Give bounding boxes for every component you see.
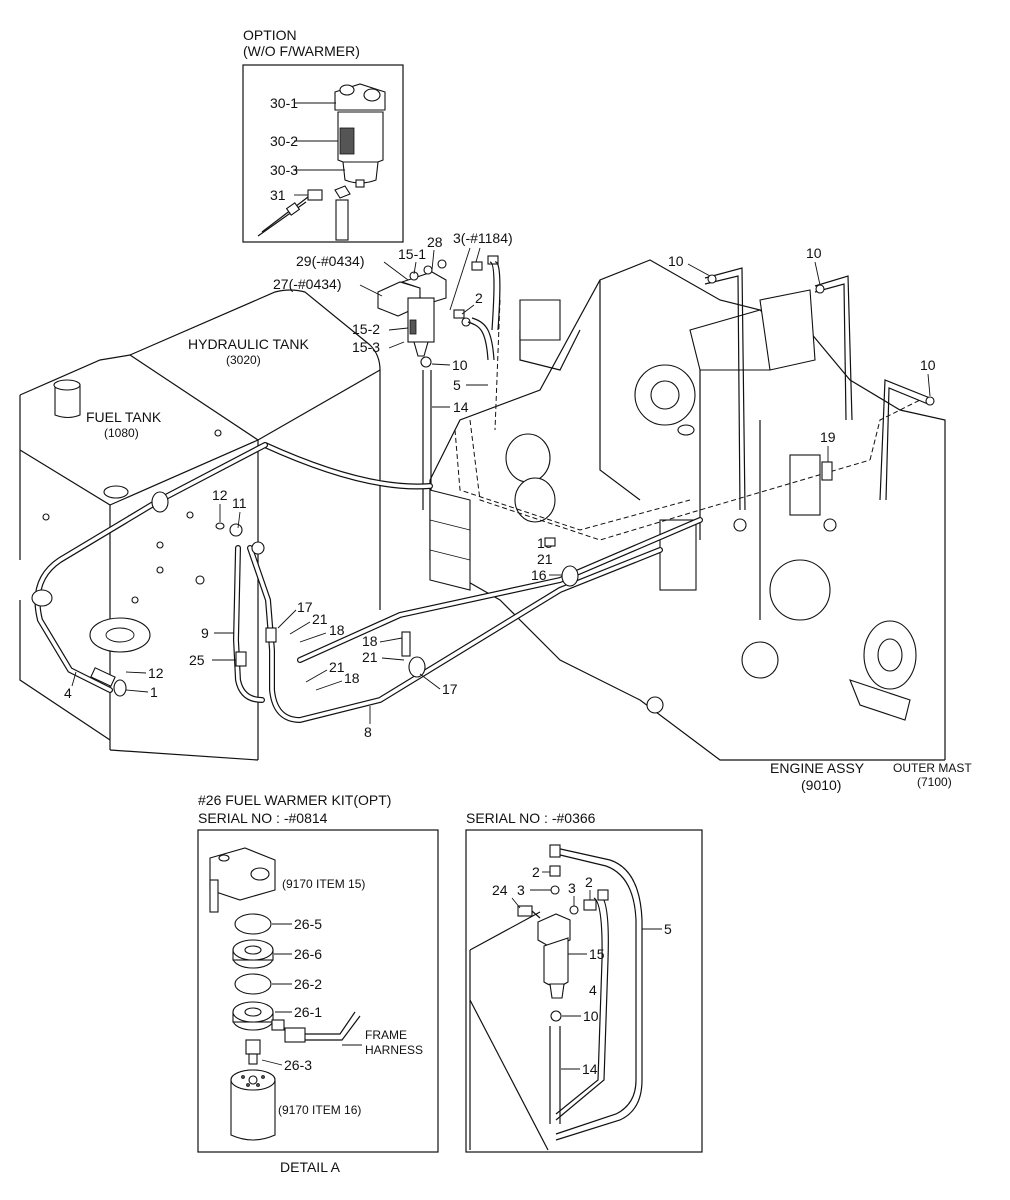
- label-30-2: 30-2: [270, 133, 298, 149]
- callout-21-a: 21: [537, 551, 553, 567]
- gasket-icon: [232, 939, 274, 969]
- serial-callout-2-left: 2: [532, 864, 540, 880]
- option-subtitle: (W/O F/WARMER): [243, 43, 360, 59]
- callout-29: 29(-#0434): [296, 253, 365, 269]
- serial-callout-15: 15: [589, 946, 605, 962]
- sender-plate-icon: [89, 617, 151, 653]
- serial-callout-2-right: 2: [585, 874, 593, 890]
- fuel-tank: FUEL TANK (1080): [19, 354, 259, 761]
- callout-9: 9: [201, 625, 209, 641]
- callout-5: 5: [453, 377, 461, 393]
- pipe-clips: [31, 491, 579, 697]
- serial-box: SERIAL NO : -#0366 2 24 3: [465, 810, 703, 1153]
- fittings-icon: [453, 255, 501, 361]
- callout-14: 14: [453, 399, 469, 415]
- serial-callout-3-right: 3: [568, 880, 576, 896]
- fuel-tank-ref: (1080): [104, 426, 139, 440]
- serial-callout-4: 4: [589, 982, 597, 998]
- callout-15-2: 15-2: [352, 321, 380, 337]
- label-30-3: 30-3: [270, 162, 298, 178]
- engine-label: ENGINE ASSY: [770, 760, 865, 776]
- ref-item-16: (9170 ITEM 16): [278, 1103, 361, 1117]
- callout-17-b: 17: [442, 681, 458, 697]
- detail-a-serial: SERIAL NO : -#0814: [198, 810, 328, 826]
- callout-18-b: 18: [329, 622, 345, 638]
- hydraulic-tank-label: HYDRAULIC TANK: [188, 336, 310, 352]
- option-title: OPTION: [243, 27, 297, 43]
- serial-callout-5: 5: [664, 921, 672, 937]
- serial-box-frame: [465, 829, 703, 1153]
- detail-a-frame: [197, 829, 439, 1153]
- filter-cartridge-icon: [230, 1069, 276, 1141]
- filter-head-icon: [334, 83, 386, 188]
- callout-12-bottom: 12: [148, 665, 164, 681]
- outer-mast-label: OUTER MAST: [893, 761, 972, 775]
- label-26-2: 26-2: [294, 976, 322, 992]
- fuel-filter-icon: [537, 913, 571, 1022]
- label-26-6: 26-6: [294, 946, 322, 962]
- callout-21-c: 21: [362, 649, 378, 665]
- callout-10-c: 10: [920, 357, 936, 373]
- callout-1: 1: [150, 684, 158, 700]
- fuel-tank-label: FUEL TANK: [86, 409, 162, 425]
- callout-16: 16: [531, 567, 547, 583]
- label-26-5: 26-5: [294, 916, 322, 932]
- label-26-1: 26-1: [294, 1004, 322, 1020]
- serial-callout-10: 10: [583, 1008, 599, 1024]
- callout-21-d: 21: [329, 659, 345, 675]
- callout-19: 19: [820, 429, 836, 445]
- callout-15-3: 15-3: [352, 339, 380, 355]
- fuel-filter-assembly: [377, 259, 447, 368]
- hydraulic-tank-ref: (3020): [226, 353, 261, 367]
- callout-15-1: 15-1: [398, 246, 426, 262]
- callout-21-b: 21: [312, 611, 328, 627]
- callout-18-c: 18: [362, 633, 378, 649]
- engine-assy: [429, 259, 946, 761]
- callout-10-b: 10: [806, 245, 822, 261]
- serial-box-title: SERIAL NO : -#0366: [466, 810, 596, 826]
- fuel-pipes: [34, 442, 703, 724]
- callout-10-filter: 10: [452, 357, 468, 373]
- hose-stub-icon: [335, 199, 349, 241]
- callout-4: 4: [64, 685, 72, 701]
- callout-3-serial: 3(-#1184): [453, 230, 513, 246]
- label-26-3: 26-3: [284, 1057, 312, 1073]
- callout-18-d: 18: [344, 670, 360, 686]
- detail-a-title: #26 FUEL WARMER KIT(OPT): [198, 792, 391, 808]
- serial-callout-24: 24: [492, 882, 508, 898]
- callout-25: 25: [189, 652, 205, 668]
- option-box: OPTION (W/O F/WARMER) 30-1 30-2 30-3 31: [242, 27, 404, 243]
- label-31: 31: [270, 187, 286, 203]
- ref-item-15: (9170 ITEM 15): [282, 877, 365, 891]
- callout-27: 27(-#0434): [273, 276, 342, 292]
- detail-a: #26 FUEL WARMER KIT(OPT) SERIAL NO : -#0…: [197, 792, 439, 1175]
- filter-head-icon: [209, 847, 276, 913]
- callout-17-a: 17: [297, 599, 313, 615]
- sensor-icon: [245, 1039, 261, 1065]
- harness-label: FRAME: [365, 1028, 407, 1042]
- callout-8: 8: [364, 724, 372, 740]
- detail-a-caption: DETAIL A: [280, 1159, 341, 1175]
- harness-label-2: HARNESS: [365, 1043, 423, 1057]
- o-ring-icon: [234, 913, 272, 935]
- callout-28: 28: [427, 234, 443, 250]
- callout-11: 11: [232, 495, 247, 511]
- bolt-icon: [257, 189, 323, 237]
- hydraulic-tank: HYDRAULIC TANK (3020): [129, 289, 381, 760]
- serial-callout-14: 14: [582, 1061, 598, 1077]
- serial-callout-3-left: 3: [517, 882, 525, 898]
- callout-2: 2: [475, 290, 483, 306]
- callout-10-a: 10: [668, 253, 684, 269]
- label-30-1: 30-1: [270, 95, 298, 111]
- warmer-icon: [232, 1001, 361, 1043]
- o-ring-icon: [234, 973, 272, 995]
- outer-mast-ref: (7100): [917, 775, 952, 789]
- option-frame: [242, 64, 404, 243]
- engine-ref: (9010): [801, 777, 841, 793]
- callout-12-top: 12: [212, 487, 228, 503]
